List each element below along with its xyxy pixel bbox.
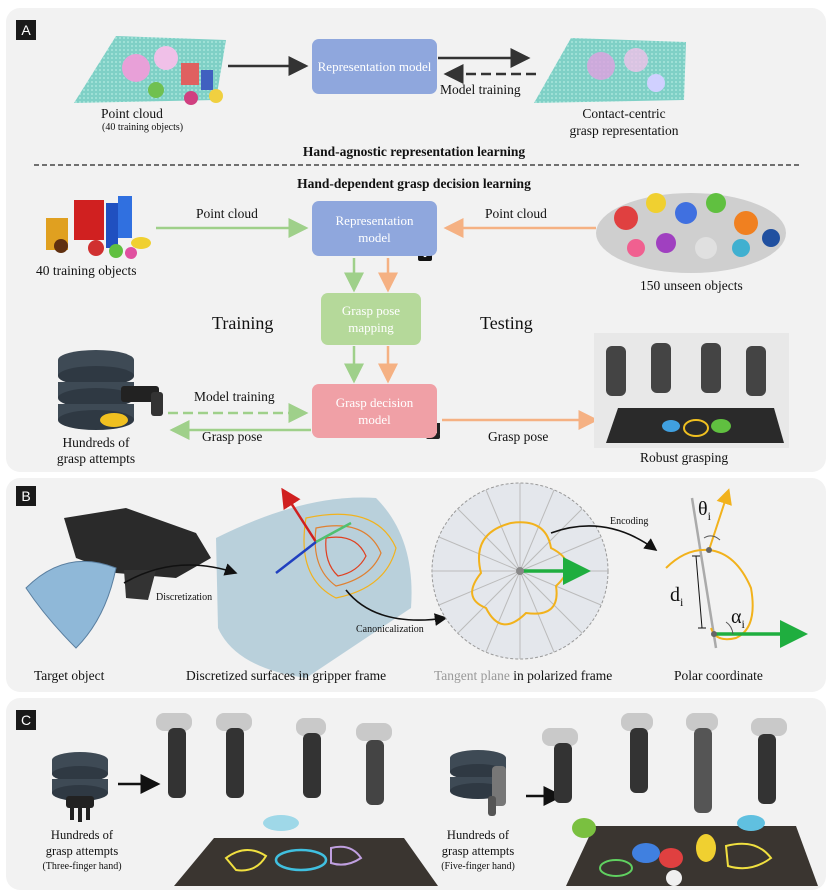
right-hundreds-label-2: grasp attempts (441, 844, 515, 858)
grasp-pose-mapping-box: Grasp pose mapping (321, 293, 421, 345)
hand-dependent-heading: Hand-dependent grasp decision learning (297, 176, 531, 191)
panel-a-graphics (34, 36, 801, 448)
d-subscript: i (680, 595, 684, 609)
point-cloud-right-label: Point cloud (485, 206, 547, 221)
five-finger-hand-icon (488, 766, 506, 816)
panel-c-graphics (52, 713, 818, 886)
alpha-char: α (731, 606, 742, 628)
three-finger-robot-scene (156, 713, 438, 886)
representation-model-box: Representation model (312, 201, 437, 256)
point-cloud-subtitle: (40 training objects) (102, 122, 184, 133)
hundreds-label-2: grasp attempts (56, 451, 136, 466)
grasp-pose-right-label: Grasp pose (488, 429, 549, 444)
unseen-objects-image (596, 193, 786, 273)
panel-c: C (6, 698, 826, 890)
tangent-plane-disk (431, 482, 609, 660)
discretization-arrow (123, 563, 238, 584)
three-finger-hand-icon (66, 796, 94, 822)
representation-model-top-label: Representation model (317, 59, 432, 74)
encoding-label: Encoding (610, 516, 649, 527)
d-char: d (670, 584, 680, 606)
representation-model-box-top: Representation model (312, 39, 437, 94)
alpha-symbol: αi (731, 606, 745, 632)
representation-model-label: Representation model (335, 212, 414, 245)
training-objects-image (46, 196, 151, 259)
panel-b-graphics (25, 482, 808, 678)
tangent-plane-label: Tangent plane in polarized frame (434, 668, 612, 684)
right-hundreds-label-1: Hundreds of (446, 828, 510, 842)
testing-label: Testing (480, 313, 533, 333)
theta-symbol: θi (698, 498, 711, 524)
axis-vector-blue (275, 541, 317, 574)
robust-grasping-image (594, 333, 789, 448)
five-finger-robot-scene (542, 713, 818, 886)
contact-centric-image (534, 38, 686, 103)
discretization-label: Discretization (156, 592, 213, 603)
point-cloud-label: Point cloud (101, 106, 163, 121)
hundreds-label-1: Hundreds of (62, 435, 130, 450)
database-icon-left (52, 752, 108, 801)
grasp-decision-model-label: Grasp decision model (335, 395, 414, 427)
panel-c-tag: C (16, 710, 36, 730)
theta-subscript: i (707, 509, 711, 523)
tangent-yellow-vector (708, 488, 732, 551)
discretized-surface-image (216, 487, 412, 678)
panel-b: B (6, 478, 826, 692)
training-label: Training (212, 313, 274, 333)
grasp-pose-mapping-label: Grasp pose mapping (341, 303, 401, 335)
left-hand-type: (Three-finger hand) (42, 861, 122, 872)
point-cloud-image-left (74, 36, 226, 105)
contact-centric-label-2: grasp representation (569, 123, 679, 138)
database-icon (58, 350, 134, 430)
unseen-objects-label: 150 unseen objects (640, 278, 743, 293)
grasp-decision-model-box: Grasp decision model (312, 384, 437, 438)
tangent-plane-rest: in polarized frame (509, 668, 613, 683)
hand-agnostic-heading: Hand-agnostic representation learning (302, 144, 526, 159)
panel-a: A (6, 8, 826, 472)
grasp-pose-left-label: Grasp pose (202, 429, 263, 444)
normal-line-gray (690, 497, 718, 649)
encoding-arrow (550, 525, 658, 551)
canonicalization-label: Canonicalization (356, 624, 424, 635)
polar-coordinate-diagram (665, 488, 808, 649)
panel-b-tag: B (16, 486, 36, 506)
discretized-surfaces-label: Discretized surfaces in gripper frame (186, 668, 387, 683)
left-hundreds-label-2: grasp attempts (45, 844, 119, 858)
right-hand-type: (Five-finger hand) (441, 861, 515, 872)
polar-coordinate-label: Polar coordinate (674, 668, 763, 683)
tangent-plane-word: Tangent plane (434, 668, 510, 683)
target-object-label: Target object (34, 668, 105, 683)
target-object-image (25, 508, 211, 649)
panel-a-tag: A (16, 20, 36, 40)
axis-vector-green (315, 521, 352, 544)
point-cloud-left-label: Point cloud (196, 206, 258, 221)
d-symbol: di (670, 584, 683, 610)
three-finger-hand-with-banana (100, 386, 163, 427)
left-hundreds-label-1: Hundreds of (50, 828, 114, 842)
contact-centric-label-1: Contact-centric (582, 106, 666, 121)
alpha-subscript: i (741, 617, 745, 631)
normal-vector-red (281, 487, 318, 543)
canonicalization-arrow (345, 589, 448, 626)
robust-grasping-label: Robust grasping (640, 450, 729, 465)
training-objects-label: 40 training objects (36, 263, 137, 278)
theta-char: θ (698, 498, 708, 520)
model-training-label: Model training (194, 389, 275, 404)
distance-line (695, 555, 703, 629)
model-training-top-label: Model training (440, 82, 521, 97)
